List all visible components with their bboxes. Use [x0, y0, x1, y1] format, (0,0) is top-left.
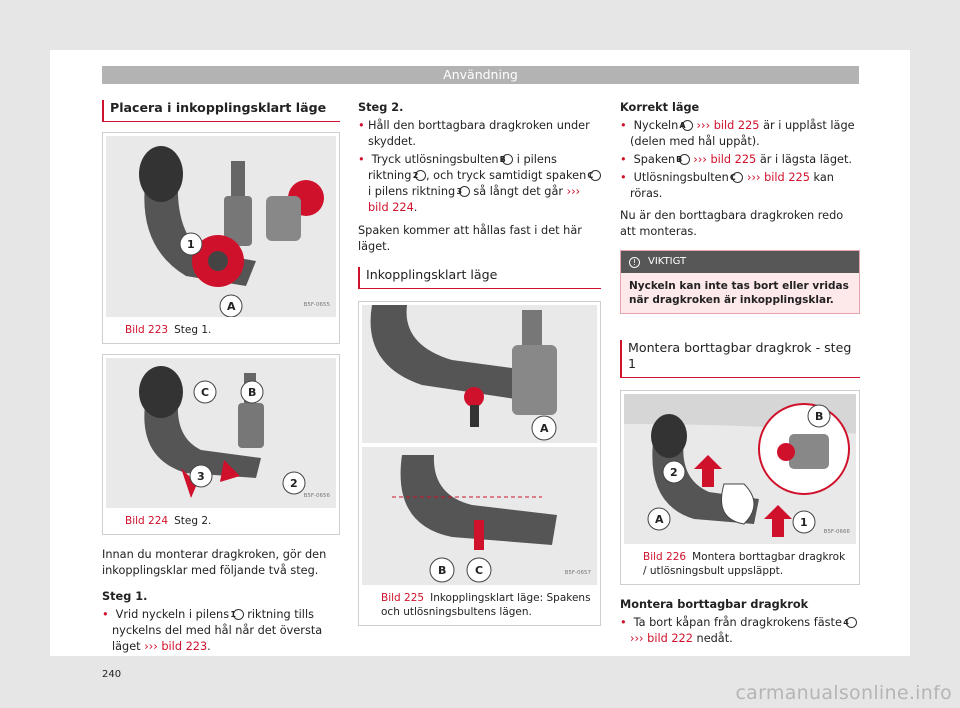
svg-text:A: A [655, 513, 664, 526]
page-number: 240 [102, 669, 122, 680]
ref-arrow: ››› [144, 640, 158, 653]
figure-link[interactable]: bild 223 [161, 640, 208, 653]
figure-link[interactable]: bild 225 [710, 153, 757, 166]
callout-badge: B [500, 154, 514, 165]
svg-text:C: C [475, 564, 483, 577]
body-text: Nu är den borttagbara dragkroken redo at… [620, 209, 844, 238]
intro-text: Innan du monterar dragkroken, gör den in… [102, 548, 327, 577]
label-1: 1 [187, 238, 195, 251]
figure-code: B5F-0655 [303, 302, 330, 308]
callout-badge: B [676, 154, 690, 165]
ref-arrow: ››› [746, 171, 761, 184]
subsection-title: Inkopplingsklart läge [358, 267, 601, 289]
figure-224-image: C B 3 2 B5F-0656 [106, 358, 336, 508]
callout-badge: A [679, 120, 693, 131]
callout-badge: C [587, 170, 601, 181]
figure-225-image: A B C B5F-0657 [362, 305, 597, 585]
correct-position-title: Korrekt läge [620, 101, 700, 114]
step2-title: Steg 2. [358, 101, 404, 114]
svg-text:2: 2 [290, 477, 298, 490]
chapter-header: Användning [102, 66, 859, 84]
check-bullet-3: Utlösningsbulten C ››› bild 225 kan röra… [620, 170, 860, 202]
figure-code: B5F-0666 [823, 529, 850, 535]
warning-header: ! VIKTIGT [621, 251, 859, 273]
svg-text:B: B [438, 564, 446, 577]
callout-badge: 1 [230, 609, 244, 620]
manual-page: Användning Placera i inkopplingsklart lä… [50, 50, 910, 680]
check-bullet-2: Spaken B ››› bild 225 är i lägsta läget. [620, 152, 860, 168]
step2-bullet-2: Tryck utlösningsbulten B i pilens riktni… [358, 152, 601, 216]
column-3: Korrekt läge Nyckeln A ››› bild 225 är i… [620, 100, 860, 649]
info-icon: ! [629, 257, 640, 268]
body-text: Spaken kommer att hållas fast i det här … [358, 224, 582, 253]
svg-text:A: A [540, 422, 549, 435]
mount-title: Montera borttagbar dragkrok [620, 598, 809, 611]
figure-226-image: B 2 A 1 B5F-0666 [624, 394, 856, 544]
svg-text:3: 3 [197, 470, 205, 483]
svg-text:B: B [815, 410, 823, 423]
figure-link[interactable]: bild 224 [368, 201, 414, 214]
towbar-step2-illustration: C B 3 2 [106, 358, 336, 508]
callout-badge: 4 [843, 617, 857, 628]
ref-arrow: ››› [693, 153, 707, 166]
figure-number: Bild 224 [125, 515, 169, 527]
step2-bullet-1: Håll den borttagbara dragkroken under sk… [358, 118, 601, 150]
towbar-step1-illustration: 1 A [106, 136, 336, 317]
label-a: A [227, 300, 236, 313]
step1-bullet: Vrid nyckeln i pilens 1 riktning tills n… [102, 607, 340, 655]
step1-title: Steg 1. [102, 590, 148, 603]
figure-223-image: 1 A B5F-0655 [106, 136, 336, 317]
figure-code: B5F-0656 [303, 493, 330, 499]
mount-bullet-1: Ta bort kåpan från dragkrokens fäste 4 ›… [620, 615, 860, 647]
callout-badge: 3 [456, 186, 470, 197]
svg-text:1: 1 [800, 516, 808, 529]
figure-link[interactable]: bild 225 [713, 119, 760, 132]
mount-towbar-illustration: B 2 A 1 [624, 394, 856, 544]
callout-badge: C [730, 172, 744, 183]
figure-code: B5F-0657 [564, 570, 591, 576]
svg-text:2: 2 [670, 466, 678, 479]
figure-link[interactable]: bild 222 [647, 632, 693, 645]
svg-text:C: C [201, 386, 209, 399]
section-title: Placera i inkopplingsklart läge [102, 100, 340, 122]
column-1: Placera i inkopplingsklart läge 1 A [102, 100, 340, 657]
callout-badge: 2 [413, 170, 426, 181]
column-2: Steg 2. Håll den borttagbara dragkroken … [358, 100, 601, 626]
ref-arrow: ››› [566, 185, 581, 198]
watermark: carmanualsonline.info [735, 682, 952, 704]
ref-arrow: ››› [696, 119, 711, 132]
warning-label: VIKTIGT [648, 256, 687, 267]
check-bullet-1: Nyckeln A ››› bild 225 är i upplåst läge… [620, 118, 860, 150]
figure-number: Bild 223 [125, 324, 169, 336]
figure-number: Bild 225 [381, 592, 425, 604]
warning-box: ! VIKTIGT Nyckeln kan inte tas bort eller… [620, 250, 860, 314]
subsection-title: Montera borttagbar dragkrok - steg 1 [620, 340, 860, 378]
figure-number: Bild 226 [643, 551, 687, 563]
warning-text: Nyckeln kan inte tas bort eller vridas n… [629, 280, 849, 306]
ready-position-illustration: A B C [362, 305, 597, 585]
figure-link[interactable]: bild 225 [764, 171, 810, 184]
ref-arrow: ››› [630, 632, 644, 645]
svg-text:B: B [248, 386, 256, 399]
